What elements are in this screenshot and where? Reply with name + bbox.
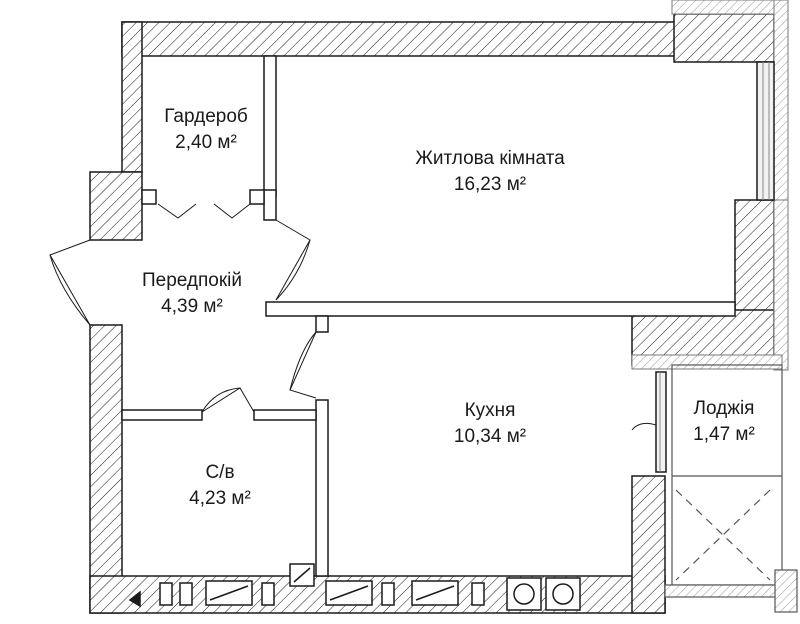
living-door (275, 219, 311, 301)
kitchen-door (289, 331, 317, 399)
wardrobe-door-left (157, 203, 197, 219)
room-label-loggia: Лоджія 1,47 м² (676, 396, 772, 448)
wardrobe-living-wall (263, 55, 277, 197)
bath-top-wall-left (121, 409, 203, 421)
wardrobe-stub-left (141, 189, 157, 205)
doors (49, 203, 657, 460)
kitchen-right-wall (631, 475, 666, 614)
room-area: 2,40 м² (175, 132, 237, 153)
room-label-kitchen: Кухня 10,34 м² (430, 398, 550, 450)
room-label-hallway: Передпокій 4,39 м² (120, 268, 264, 320)
loggia-top-strip (671, 0, 775, 15)
loggia-door (631, 422, 657, 460)
room-name: Передпокій (141, 270, 243, 291)
room-name: Лоджія (693, 398, 755, 419)
ventilation-shafts (128, 563, 581, 611)
top-wall (121, 21, 678, 57)
room-area: 4,39 м² (161, 296, 223, 317)
living-bottom-wall (265, 301, 736, 317)
kitchen-left-wall (315, 399, 329, 577)
left-wall-upper (121, 21, 143, 173)
window-kitchen (655, 371, 667, 473)
left-wall-lower (89, 324, 123, 614)
loggia-outline (664, 364, 798, 613)
bath-door (201, 387, 255, 413)
loggia-right-strip-2 (773, 199, 789, 371)
wardrobe-stub-right (249, 189, 265, 205)
wardrobe-door-right (213, 203, 251, 219)
entrance-door (49, 239, 91, 326)
wardrobe-wall-stub (263, 189, 277, 221)
top-right-pillar (673, 13, 775, 63)
loggia-divider (631, 354, 783, 370)
room-area: 16,23 м² (453, 174, 527, 195)
room-label-living: Житлова кімната 16,23 м² (380, 146, 600, 198)
room-name: Житлова кімната (415, 148, 565, 169)
room-name: Гардероб (164, 106, 248, 127)
room-area: 4,23 м² (189, 488, 251, 509)
kitchen-wall-stub-top (315, 315, 329, 333)
bath-top-wall-right (253, 409, 317, 421)
room-area: 10,34 м² (453, 426, 527, 447)
room-label-wardrobe: Гардероб 2,40 м² (150, 104, 262, 156)
room-name: Кухня (464, 400, 516, 421)
window-living (756, 61, 775, 201)
room-area: 1,47 м² (693, 424, 755, 445)
left-protrusion (89, 171, 143, 241)
room-label-bathroom: С/в 4,23 м² (160, 460, 280, 512)
interior-walls (121, 55, 775, 577)
window-lines (659, 62, 770, 472)
room-name: С/в (205, 462, 235, 483)
loggia-right-strip (773, 0, 789, 211)
